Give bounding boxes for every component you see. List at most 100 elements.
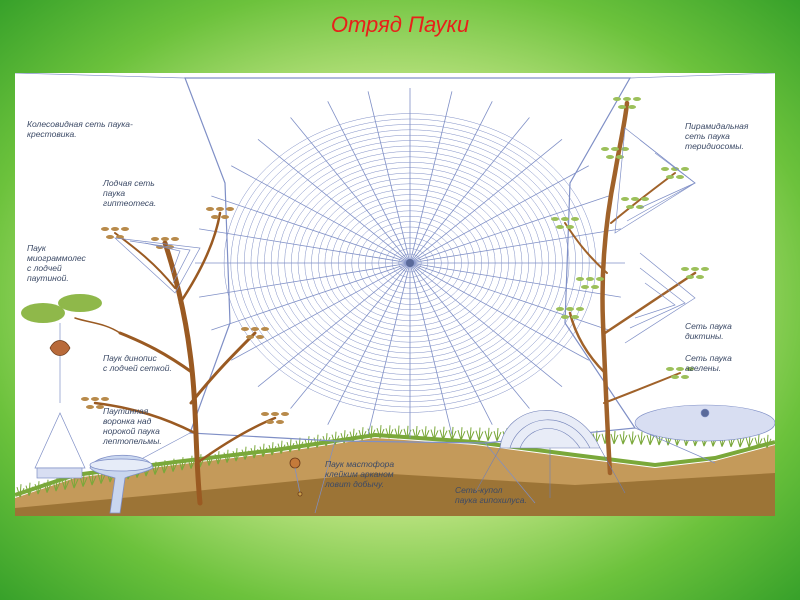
agelena-label: Сеть паука агелены.: [685, 353, 732, 373]
grass-blade: [467, 427, 474, 440]
grass-blade: [494, 428, 501, 441]
dome-web-label: Сеть-купол паука гипохилуса.: [455, 485, 527, 505]
leaf: [281, 412, 289, 416]
leaf: [586, 277, 594, 281]
leaf: [266, 420, 274, 424]
grass-blade: [476, 428, 483, 441]
grass-blade: [629, 431, 636, 444]
leaf: [676, 367, 684, 371]
web-thread: [211, 263, 410, 330]
leaf: [661, 167, 669, 171]
boat-web-label: Лодчая сеть паука гиптеотеса.: [103, 178, 156, 208]
leaf: [566, 225, 574, 229]
leaf: [226, 207, 234, 211]
web-thread: [410, 139, 562, 263]
leaf: [606, 155, 614, 159]
leaf: [676, 175, 684, 179]
branch-foliage-left: [21, 294, 102, 323]
leaf: [571, 217, 579, 221]
dinopis-label: Паук динопис с лодчей сеткой.: [103, 353, 172, 373]
web-thread: [410, 263, 492, 425]
leaf: [666, 175, 674, 179]
web-thread: [211, 196, 410, 263]
leaf: [566, 307, 574, 311]
leaf: [621, 197, 629, 201]
web-thread: [328, 101, 410, 263]
leaf: [591, 285, 599, 289]
leaf: [616, 155, 624, 159]
grass-blade: [620, 431, 627, 444]
leaf: [618, 105, 626, 109]
leaf: [581, 285, 589, 289]
spider-webs-illustration: [15, 73, 775, 516]
leaf: [666, 367, 674, 371]
web-thread: [410, 101, 492, 263]
leaf: [81, 397, 89, 401]
orb-web-label: Колесовидная сеть паука- крестовика.: [27, 119, 133, 139]
leaf: [686, 275, 694, 279]
web-thread: [410, 263, 609, 330]
leaf: [681, 375, 689, 379]
leaf: [101, 397, 109, 401]
pyramid-web-label: Пирамидальная сеть паука теридиосомы.: [685, 121, 748, 151]
web-thread: [15, 73, 185, 78]
grass-blade: [485, 428, 492, 441]
web-thread: [258, 139, 410, 263]
leaf: [161, 237, 169, 241]
leaf: [631, 197, 639, 201]
leaf: [596, 277, 604, 281]
leaf: [576, 307, 584, 311]
leaf: [701, 267, 709, 271]
leaf: [551, 217, 559, 221]
leaf: [261, 327, 269, 331]
leaf: [691, 267, 699, 271]
left-hanging-spider: [35, 323, 85, 478]
leaf: [251, 327, 259, 331]
grass-blade: [449, 427, 456, 440]
grass-blade: [458, 427, 465, 440]
miagrammopes-label: Паук миограммолес с лодчей паутиной.: [27, 243, 86, 283]
leaf: [101, 227, 109, 231]
pyramid-web: [615, 128, 695, 233]
leaf: [571, 315, 579, 319]
web-thread: [630, 73, 775, 78]
orb-hub-spider: [406, 259, 414, 267]
web-thread: [258, 263, 410, 387]
leaf: [276, 420, 284, 424]
leaf: [211, 215, 219, 219]
grass-blade: [638, 432, 645, 445]
leaf: [171, 237, 179, 241]
leaf: [246, 335, 254, 339]
leaf: [626, 205, 634, 209]
leaf: [111, 227, 119, 231]
leaf: [611, 147, 619, 151]
leaf: [556, 307, 564, 311]
slide-title: Отряд Пауки: [0, 12, 800, 38]
leaf: [86, 405, 94, 409]
leaf: [628, 105, 636, 109]
mastophora-label: Паук мастофора клейким арканом ловит доб…: [325, 459, 394, 489]
leaf: [216, 207, 224, 211]
grass-blade: [611, 431, 618, 444]
leaf: [261, 412, 269, 416]
leaf: [106, 235, 114, 239]
leaf: [681, 167, 689, 171]
leaf: [151, 237, 159, 241]
grass-blade: [287, 439, 294, 452]
leaf: [206, 207, 214, 211]
leaf: [576, 277, 584, 281]
leaf: [271, 412, 279, 416]
leaf: [556, 225, 564, 229]
agelena-web: [635, 405, 775, 441]
leaf: [121, 227, 129, 231]
diktyna-label: Сеть паука диктины.: [685, 321, 732, 341]
leaf: [561, 315, 569, 319]
leaf: [613, 97, 621, 101]
illustration-panel: Колесовидная сеть паука- крестовика. Лод…: [15, 73, 775, 516]
leaf: [623, 97, 631, 101]
leaf: [561, 217, 569, 221]
leaf: [641, 197, 649, 201]
funnel-label: Паутинная воронка над норокой паука лепт…: [103, 406, 162, 446]
leaf: [221, 215, 229, 219]
leaf: [91, 397, 99, 401]
